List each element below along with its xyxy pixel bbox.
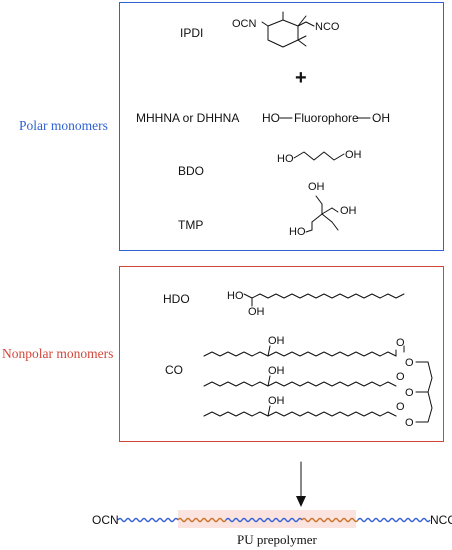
- tmp-label: TMP: [178, 218, 204, 232]
- polar-monomers-box: [119, 2, 444, 251]
- reaction-arrow: [296, 461, 306, 507]
- ipdi-nco-text: NCO: [315, 21, 340, 33]
- co-label: CO: [165, 363, 183, 377]
- fluorophore-text: Fluorophore: [294, 111, 359, 125]
- pu-prepolymer-chain: OCN NCO: [92, 510, 452, 528]
- plus-sign: +: [295, 67, 307, 89]
- svg-text:OH: OH: [345, 149, 362, 161]
- ipdi-label: IPDI: [180, 26, 204, 40]
- hdo-label: HDO: [163, 292, 190, 306]
- svg-text:O: O: [396, 371, 405, 383]
- chain-nco-text: NCO: [430, 513, 452, 527]
- svg-text:OH: OH: [372, 111, 390, 125]
- svg-text:OH: OH: [308, 181, 325, 193]
- svg-text:HO: HO: [289, 226, 306, 238]
- fluorophore-structure: HO Fluorophore OH: [262, 111, 390, 125]
- svg-text:OH: OH: [268, 365, 285, 377]
- svg-text:HO: HO: [277, 153, 294, 165]
- svg-text:O: O: [405, 387, 414, 399]
- bdo-structure: HO OH: [277, 149, 362, 165]
- tmp-structure: OH OH HO: [289, 181, 357, 238]
- polar-monomers-label: Polar monomers: [19, 118, 108, 133]
- chain-ocn-text: OCN: [92, 513, 119, 527]
- mhhna-dhhna-label: MHHNA or DHHNA: [136, 111, 240, 125]
- svg-text:OH: OH: [268, 395, 285, 407]
- bdo-label: BDO: [178, 164, 205, 178]
- ipdi-ocn-text: OCN: [232, 18, 257, 30]
- svg-text:O: O: [405, 417, 414, 429]
- svg-text:O: O: [396, 337, 405, 349]
- svg-text:OH: OH: [248, 306, 265, 318]
- nonpolar-monomers-label: Nonpolar monomers: [2, 346, 114, 361]
- nonpolar-monomers-box: [119, 266, 444, 442]
- svg-text:O: O: [396, 401, 405, 413]
- ipdi-structure: OCN NCO: [232, 11, 340, 48]
- svg-text:HO: HO: [262, 111, 280, 125]
- svg-text:OH: OH: [340, 205, 357, 217]
- svg-text:OH: OH: [268, 335, 285, 347]
- svg-text:HO: HO: [227, 290, 244, 302]
- svg-text:O: O: [405, 357, 414, 369]
- pu-prepolymer-caption: PU prepolymer: [237, 532, 317, 547]
- co-structure: OH O O OH O O OH O O: [203, 335, 433, 429]
- hdo-structure: HO OH: [227, 290, 405, 318]
